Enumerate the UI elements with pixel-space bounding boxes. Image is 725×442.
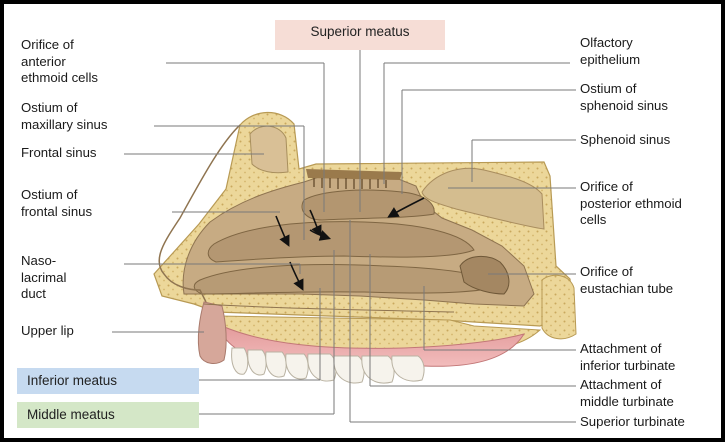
superior-meatus-box: Superior meatus <box>275 20 445 50</box>
label-frontal-sinus: Frontal sinus <box>21 145 97 162</box>
label-ostium-maxillary: Ostium of maxillary sinus <box>21 100 107 133</box>
label-superior-turbinate: Superior turbinate <box>580 414 685 431</box>
label-ostium-sphenoid: Ostium of sphenoid sinus <box>580 81 668 114</box>
label-ostium-frontal: Ostium of frontal sinus <box>21 187 92 220</box>
label-orifice-anterior-ethmoid: Orifice of anterior ethmoid cells <box>21 37 98 87</box>
diagram-frame: Orifice of anterior ethmoid cells Ostium… <box>4 4 721 438</box>
inferior-meatus-box: Inferior meatus <box>17 368 199 394</box>
label-nasolacrimal-duct: Naso- lacrimal duct <box>21 253 66 303</box>
label-attachment-inferior-turbinate: Attachment of inferior turbinate <box>580 341 675 374</box>
label-sphenoid-sinus: Sphenoid sinus <box>580 132 670 149</box>
middle-meatus-box: Middle meatus <box>17 402 199 428</box>
vertebra-shape <box>542 275 576 338</box>
label-orifice-eustachian: Orifice of eustachian tube <box>580 264 673 297</box>
frontal-sinus-region <box>250 126 288 173</box>
label-orifice-posterior-ethmoid: Orifice of posterior ethmoid cells <box>580 179 682 229</box>
superior-turbinate-shape <box>302 190 434 220</box>
upper-lip-shape <box>198 302 226 363</box>
label-olfactory-epithelium: Olfactory epithelium <box>580 35 640 68</box>
label-upper-lip: Upper lip <box>21 323 74 340</box>
label-attachment-middle-turbinate: Attachment of middle turbinate <box>580 377 674 410</box>
